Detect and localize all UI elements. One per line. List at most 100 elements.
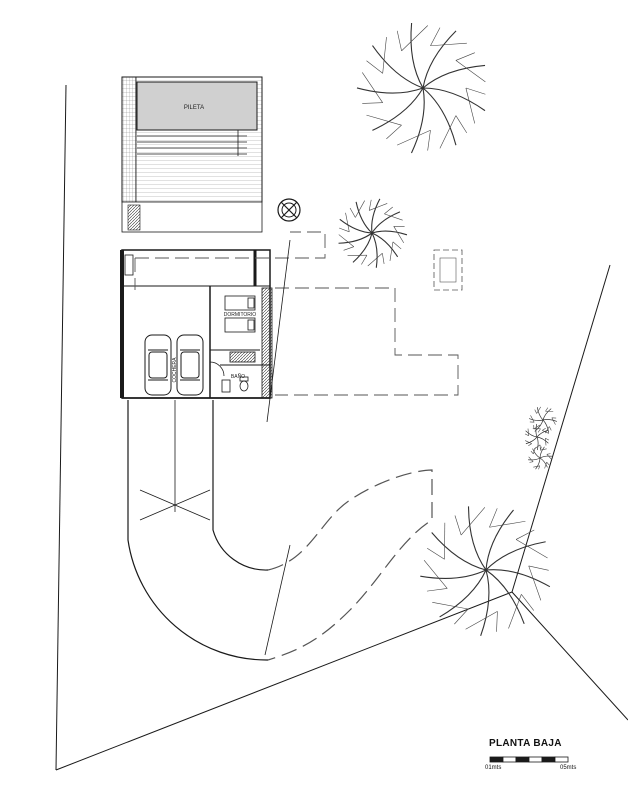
tree-branch xyxy=(420,569,487,579)
tree-twig xyxy=(534,409,537,414)
tree-twig xyxy=(393,226,405,244)
tree-twig xyxy=(489,508,498,528)
roof-outline xyxy=(134,231,459,396)
tree-twig xyxy=(339,227,350,233)
tree-twig xyxy=(542,430,549,434)
tree-twig xyxy=(525,440,532,444)
tree-twig xyxy=(349,207,356,218)
tree-twig xyxy=(396,129,431,146)
tree-branch xyxy=(431,532,487,571)
tree-twig xyxy=(551,417,556,425)
tree-twig xyxy=(362,102,383,104)
tree-twig xyxy=(427,130,431,151)
tree-twig xyxy=(465,87,476,124)
tree-branch xyxy=(539,446,545,459)
plan-title: PLANTA BAJA xyxy=(489,738,562,749)
tree-twig xyxy=(392,241,402,250)
tree-twig xyxy=(539,446,542,451)
tree-twig xyxy=(343,246,354,251)
tree-twig xyxy=(423,560,448,589)
site-boundary xyxy=(55,84,628,771)
tree-branch xyxy=(525,430,538,438)
tree-twig xyxy=(362,72,383,103)
tree-branch xyxy=(422,30,457,89)
tree-branch xyxy=(439,569,487,618)
tree-twig xyxy=(515,529,535,540)
tree-branch xyxy=(352,232,373,263)
tree-icon xyxy=(420,506,551,636)
tree-twig xyxy=(430,42,467,47)
tree-icon xyxy=(524,423,550,451)
tree-twig xyxy=(366,114,402,126)
tree-twig xyxy=(382,253,385,265)
tree-twig xyxy=(528,565,542,601)
pool-label: PILETA xyxy=(184,105,204,111)
tree-twig xyxy=(508,594,522,629)
house-walls xyxy=(120,249,271,399)
tree-branch xyxy=(372,45,424,89)
tree-twig xyxy=(546,461,550,466)
tree-branch xyxy=(542,408,552,421)
tree-twig xyxy=(528,443,532,447)
bedroom-label: DORMITORIO xyxy=(224,312,257,318)
tree-branch xyxy=(536,436,539,451)
tree-twig xyxy=(384,213,403,221)
tree-twig xyxy=(533,465,540,468)
tree-twig xyxy=(454,608,469,625)
garden-structure xyxy=(433,249,463,291)
tree-branch xyxy=(422,87,486,112)
tree-branch xyxy=(528,418,544,421)
tree-branch xyxy=(485,509,514,571)
tree-twig xyxy=(401,25,428,52)
tree-twig xyxy=(427,547,445,560)
tree-branch xyxy=(371,230,408,236)
tree-icon xyxy=(528,446,552,470)
closet xyxy=(229,351,256,363)
tree-branch xyxy=(467,506,487,571)
tree-twig xyxy=(528,456,534,462)
tree-branch xyxy=(485,541,546,571)
bathroom-label: BAÑO xyxy=(231,373,245,380)
tree-twig xyxy=(545,438,547,446)
tree-twig xyxy=(496,611,498,632)
tree-branch xyxy=(485,569,525,625)
tree-twig xyxy=(465,611,498,630)
tree-twig xyxy=(489,520,526,528)
tree-twig xyxy=(454,515,462,536)
driveway xyxy=(127,400,269,661)
tree-twig xyxy=(432,602,469,610)
car-icon xyxy=(176,334,204,396)
tree-branch xyxy=(535,423,538,438)
tree-branch xyxy=(371,232,378,268)
tree-twig xyxy=(455,60,486,83)
tree-branch xyxy=(525,436,538,445)
tree-branch xyxy=(371,232,399,258)
car-icon xyxy=(144,334,172,396)
tree-branch xyxy=(356,87,424,94)
tree-twig xyxy=(538,465,541,470)
tree-twig xyxy=(366,60,383,74)
toilet-icon xyxy=(239,376,249,392)
tree-twig xyxy=(545,407,549,412)
tree-twig xyxy=(430,27,441,46)
tree-twig xyxy=(529,461,534,463)
tree-branch xyxy=(539,455,552,459)
scale-end-label: 05mts xyxy=(560,765,577,771)
tree-branch xyxy=(485,569,551,588)
tree-icon xyxy=(356,22,486,154)
tree-twig xyxy=(540,448,547,451)
tree-twig xyxy=(439,115,457,149)
tree-branch xyxy=(422,64,486,89)
tree-branch xyxy=(528,457,541,461)
tree-twig xyxy=(524,433,529,436)
tree-twig xyxy=(527,428,529,436)
stone-wall xyxy=(261,287,273,399)
tree-twig xyxy=(546,454,552,460)
tree-twig xyxy=(386,124,402,140)
tree-twig xyxy=(530,415,535,423)
tree-branch xyxy=(371,211,401,234)
tree-branch xyxy=(339,218,373,234)
tree-twig xyxy=(545,438,550,441)
tree-twig xyxy=(455,115,468,134)
